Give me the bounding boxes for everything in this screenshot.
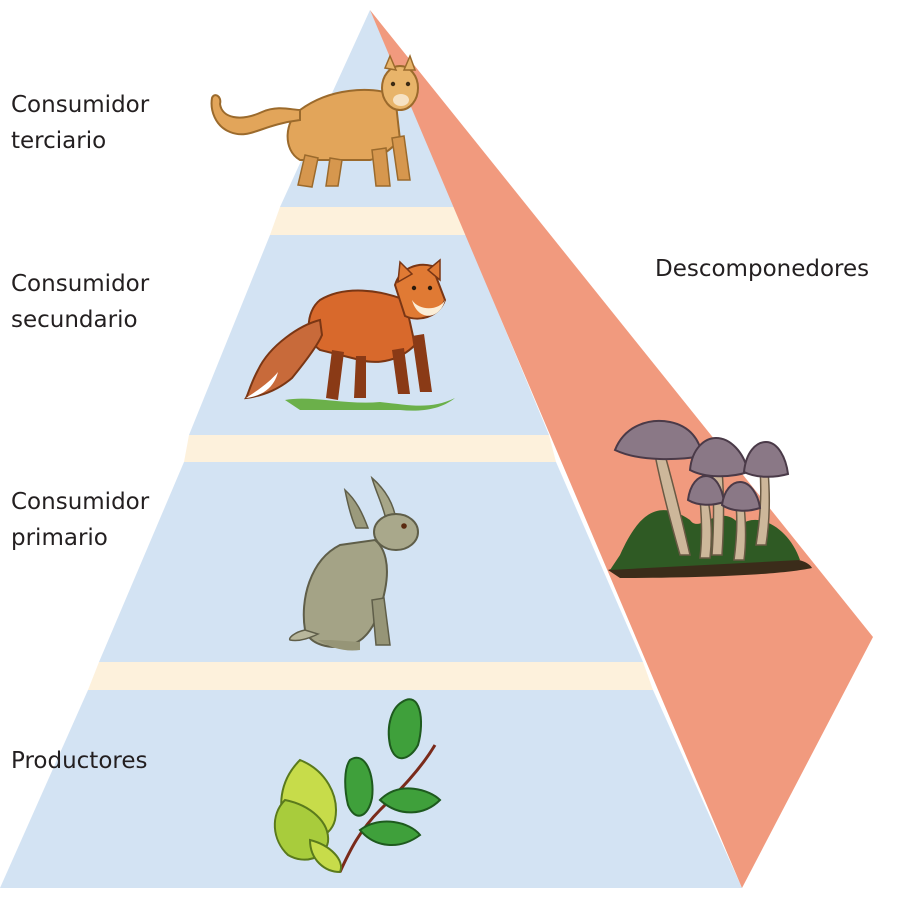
plant-icon <box>273 698 442 874</box>
label-primary-consumer: Consumidor primario <box>11 484 149 556</box>
label-producers: Productores <box>11 748 148 774</box>
label-primary-line2: primario <box>11 525 108 551</box>
hare-icon <box>288 475 419 651</box>
label-secondary-line2: secundario <box>11 307 138 333</box>
label-tertiary-line1: Consumidor <box>11 92 150 118</box>
label-secondary-consumer: Consumidor secundario <box>11 266 149 338</box>
label-decomposers: Descomponedores <box>655 256 870 282</box>
band-2 <box>184 435 556 462</box>
puma-icon <box>210 53 419 188</box>
label-secondary-line1: Consumidor <box>11 271 150 297</box>
label-tertiary-line2: terciario <box>11 128 107 154</box>
band-1 <box>270 207 466 235</box>
mushrooms-icon <box>608 420 812 578</box>
fox-icon <box>243 258 455 411</box>
band-3 <box>88 662 653 690</box>
label-primary-line1: Consumidor <box>11 489 150 515</box>
label-tertiary-consumer: Consumidor terciario <box>11 87 149 159</box>
